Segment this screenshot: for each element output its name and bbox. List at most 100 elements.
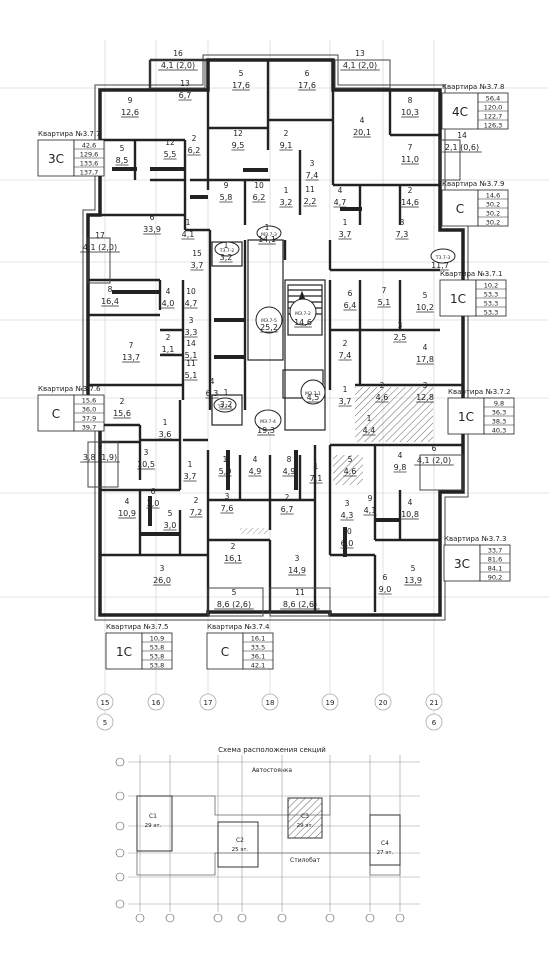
- room-area: 2,5: [394, 333, 407, 342]
- room-number: 3: [160, 564, 165, 573]
- room-number: 13: [180, 79, 190, 88]
- apartment-area-value: 53,3: [484, 300, 498, 308]
- room-area: 7,3: [396, 230, 409, 239]
- room-number: 16: [173, 49, 183, 58]
- room-area: 7,6: [221, 504, 234, 513]
- room-number: 1: [224, 241, 229, 250]
- apartment-type: 1С: [116, 645, 132, 659]
- hatched-unit: [355, 387, 433, 442]
- apartment-type-box: [105, 632, 143, 670]
- room-area: 4,1 (2,0): [417, 456, 451, 465]
- apartment-title: Квартира №3.7.9: [442, 180, 505, 188]
- apartment-area-value: 33,7: [488, 547, 502, 555]
- room-number: 3: [423, 381, 428, 390]
- section-c1-block: [136, 795, 173, 852]
- room-area: 7,2: [190, 508, 203, 517]
- apartment-title: Квартира №3.7.2: [448, 388, 511, 396]
- room-number: 5: [411, 564, 416, 573]
- room-number: 2: [408, 186, 413, 195]
- section-c4-block: [369, 814, 401, 866]
- section-name: С1: [149, 813, 157, 820]
- room-number: 5: [168, 509, 173, 518]
- room-number: 3: [345, 499, 350, 508]
- room-area: 4,1 (2,0): [161, 61, 195, 70]
- room-number: 3: [189, 316, 194, 325]
- room-area: 2,1 (0,6): [445, 143, 479, 152]
- room-area: 1,1: [162, 345, 175, 354]
- apartment-area-value: 33,5: [251, 644, 265, 652]
- room-area: 5,1: [185, 371, 198, 380]
- room-area: 12,6: [121, 108, 139, 117]
- apartment-title: Квартира №3.7.6: [38, 385, 101, 393]
- room-area: 17,8: [416, 355, 434, 364]
- apartment-title: Квартира №3.7.1: [440, 270, 503, 278]
- scheme-outline: [136, 795, 401, 876]
- axis-bubble: [199, 693, 217, 711]
- room-number: 1: [163, 418, 168, 427]
- apartment-type: С: [52, 407, 60, 421]
- section-c2-block: [217, 821, 259, 868]
- axis-bubble: [374, 693, 392, 711]
- room-number: 3: [225, 492, 230, 501]
- room-number: 4: [166, 287, 171, 296]
- apartment-area-value: 36,0: [82, 406, 96, 414]
- apartment-area-value: 137,7: [80, 169, 99, 177]
- room-number: 4: [338, 186, 343, 195]
- room-area: 3,3: [185, 328, 198, 337]
- apartment-area-value: 30,2: [486, 210, 500, 218]
- core-label: МЭ.7-5: [261, 318, 277, 324]
- room-number: 4: [408, 498, 413, 507]
- apartment-type: 3С: [48, 152, 64, 166]
- apartment-area-value: 53,8: [150, 653, 164, 661]
- room-area: 19,3: [257, 426, 275, 435]
- axis-bubble: [261, 693, 279, 711]
- room-area: 14,6: [401, 198, 419, 207]
- room-area: 10,3: [401, 108, 419, 117]
- room-number: 11: [186, 359, 196, 368]
- room-area: 25,2: [260, 323, 278, 332]
- apartment-type: 1С: [458, 410, 474, 424]
- stair-treads: [240, 528, 268, 534]
- room-area: 3,6: [159, 430, 172, 439]
- section-floors: 29 эт.: [297, 823, 314, 829]
- room-area: 14,9: [288, 566, 306, 575]
- room-area: 13,7: [122, 353, 140, 362]
- room-area: 5,8: [220, 193, 233, 202]
- room-number: 4: [253, 455, 258, 464]
- apartment-title: Квартира №3.7.7: [38, 130, 101, 138]
- room-area: 4,9: [249, 467, 262, 476]
- grid-lines: [0, 40, 549, 720]
- apartment-title: Квартира №3.7.8: [442, 83, 505, 91]
- apartment-area-value: 42,6: [82, 142, 96, 150]
- apartment-type: С: [456, 202, 464, 216]
- apartment-area-value: 42,1: [251, 662, 265, 670]
- apartment-area-value: 120,0: [484, 104, 503, 112]
- apartment-area-value: 126,3: [484, 122, 503, 130]
- room-number: 4: [360, 116, 365, 125]
- room-area: 4,4: [363, 426, 376, 435]
- room-area: 9,0: [379, 585, 392, 594]
- apartment-type: С: [221, 645, 229, 659]
- room-area: 3,0: [147, 499, 160, 508]
- room-area: 4,1: [182, 230, 195, 239]
- apartment-area-value: 36,1: [251, 653, 265, 661]
- room-area: 4,1 (2,0): [83, 243, 117, 252]
- apartment-info-box: С14,630,230,230,2: [441, 189, 509, 227]
- room-area: 4,1: [364, 506, 377, 515]
- apartment-area-value: 16,1: [251, 635, 265, 643]
- room-area: 9,5: [232, 141, 245, 150]
- room-area: 6,2: [188, 146, 201, 155]
- room-area: 7,1: [310, 474, 323, 483]
- axis-label: 19: [326, 699, 335, 707]
- apartment-type-box: [441, 189, 479, 227]
- room-number: 1: [224, 388, 229, 397]
- room-number: 4: [423, 343, 428, 352]
- room-number: 8: [408, 96, 413, 105]
- section-floors: 29 эт.: [145, 823, 162, 829]
- room-number: 10: [186, 287, 196, 296]
- room-number: 1: [188, 460, 193, 469]
